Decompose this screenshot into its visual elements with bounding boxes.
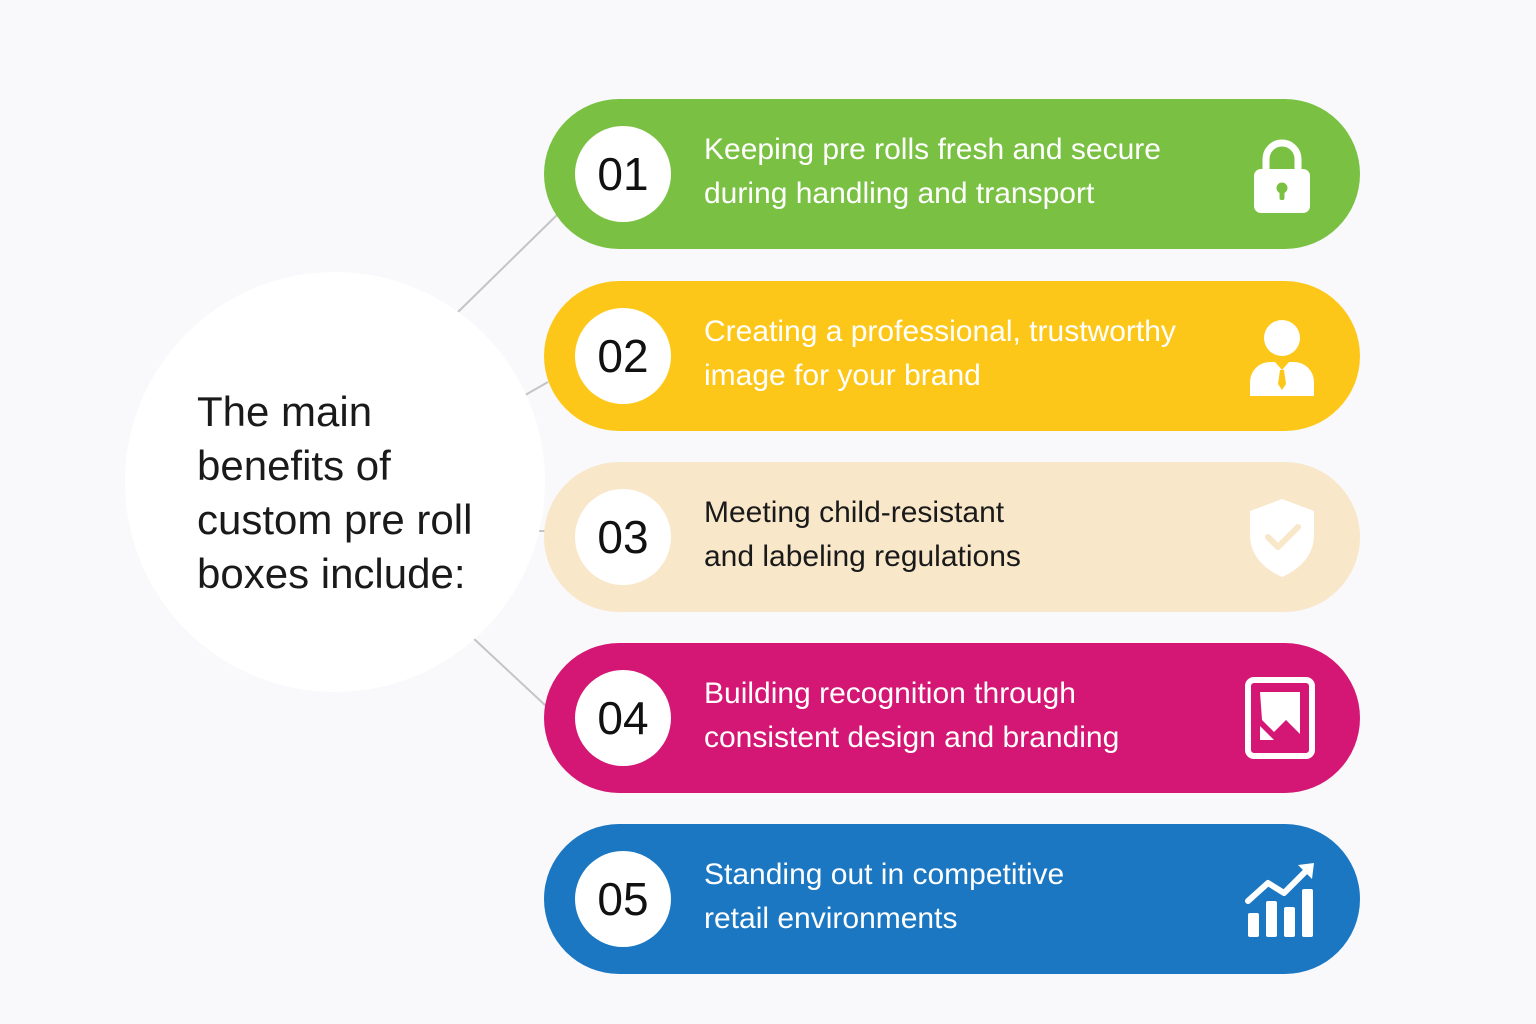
intro-heading: The main benefits of custom pre roll box…: [197, 388, 473, 597]
shield-check-icon: [1234, 489, 1330, 585]
intro-circle: [125, 272, 545, 692]
benefit-number-badge: 03: [575, 489, 671, 585]
benefit-number-badge: 05: [575, 851, 671, 947]
connector-line-4: [471, 636, 547, 707]
benefit-number-badge: 04: [575, 670, 671, 766]
benefit-item-2: 02 Creating a professional, trustworthy …: [544, 281, 1360, 431]
growth-chart-icon: [1234, 851, 1330, 947]
professional-person-icon: [1234, 308, 1330, 404]
benefit-text: Standing out in competitive retail envir…: [704, 858, 1065, 935]
design-frame-icon: [1234, 670, 1330, 766]
benefit-number-badge: 01: [575, 126, 671, 222]
connector-line-1: [456, 211, 561, 314]
benefit-number-badge: 02: [575, 308, 671, 404]
benefit-item-5: 05 Standing out in competitive retail en…: [544, 824, 1360, 974]
lock-icon: [1234, 126, 1330, 222]
benefit-text: Meeting child-resistant and labeling reg…: [704, 496, 1021, 573]
benefit-text: Keeping pre rolls fresh and secure durin…: [704, 133, 1161, 210]
benefit-item-3: 03 Meeting child-resistant and labeling …: [544, 462, 1360, 612]
benefit-text: Creating a professional, trustworthy ima…: [704, 315, 1176, 392]
benefit-item-1: 01 Keeping pre rolls fresh and secure du…: [544, 99, 1360, 249]
benefit-text: Building recognition through consistent …: [704, 677, 1120, 754]
benefit-item-4: 04 Building recognition through consiste…: [544, 643, 1360, 793]
